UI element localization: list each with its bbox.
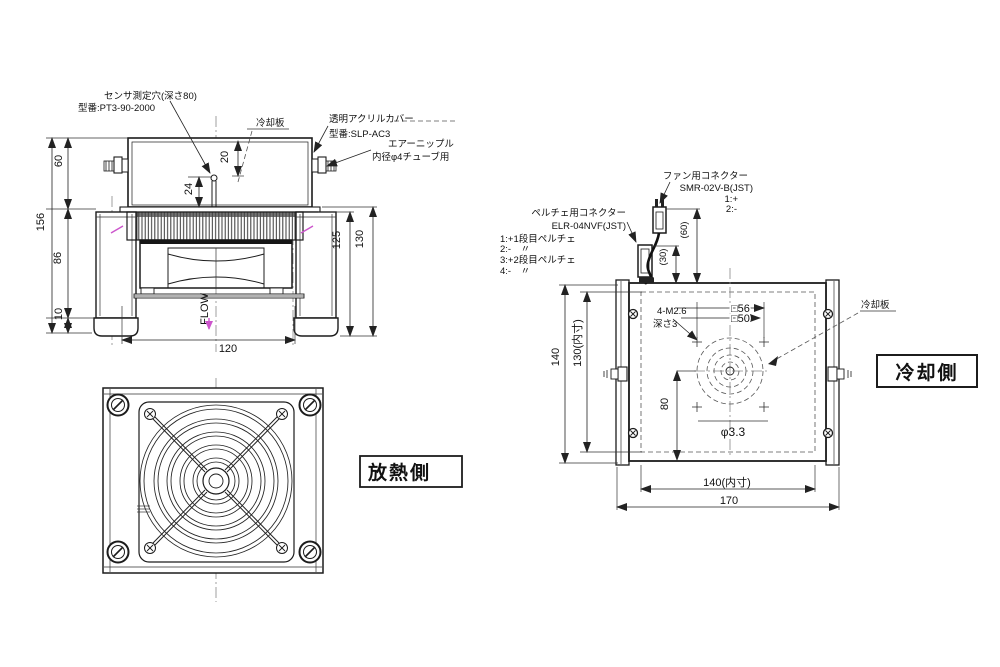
bracket-leg-right	[293, 211, 339, 337]
air-nipple-note-label: 内径φ4チューブ用	[372, 151, 449, 163]
dimensions-left: 156 60 86 10	[35, 137, 128, 334]
peltier-connector-model: ELR-04NVF(JST)	[552, 221, 626, 232]
foot-left	[93, 317, 139, 337]
dimensions-cold-bottom: 140(内寸) 170	[616, 465, 840, 511]
cooling-plate-label-side: 冷却板	[256, 117, 285, 129]
sensor-model-label: 型番:PT3-90-2000	[78, 102, 155, 114]
dim-170: 170	[720, 495, 738, 507]
connector-wires	[639, 232, 661, 285]
side-bolt-left	[603, 366, 628, 382]
center-hole-label: φ3.3	[721, 425, 746, 439]
hot-side-label: 放熱側	[367, 461, 431, 484]
dim-125: 125	[331, 231, 343, 249]
dim-130-inner: 130(内寸)	[570, 319, 584, 367]
dim-60: 60	[53, 155, 65, 167]
cooling-plate-leader	[237, 130, 253, 183]
dim-20: 20	[219, 151, 231, 163]
dimension-120: 120	[121, 306, 296, 355]
side-view: FLOW 156 60 86 10 125 130	[35, 90, 458, 355]
cold-side-label: 冷却側	[895, 361, 958, 384]
peltier-pin2: 2:- 〃	[500, 244, 530, 255]
screw-bottom-left	[106, 540, 130, 564]
screw-top-right	[298, 393, 322, 417]
dimension-80: 80	[659, 370, 696, 461]
cold-view: □56 □50 4-M2.6 深さ3 80 φ3.3 140 130(内寸)	[500, 171, 896, 511]
dimensions-cold-left: 140 130(内寸)	[550, 284, 642, 464]
dim-30: (30)	[658, 249, 669, 266]
finish-mark-right	[300, 225, 314, 234]
tap-hole-label: 4-M2.6	[657, 306, 687, 317]
dimension-24: 24	[183, 176, 212, 208]
inner-dashed-outline	[640, 291, 816, 453]
dim-140-inner-width: 140(内寸)	[703, 475, 751, 489]
dim-156: 156	[35, 213, 47, 231]
heatsink-fins	[126, 211, 304, 241]
acrylic-model-label: 型番:SLP-AC3	[329, 128, 390, 140]
air-nipple-left	[103, 156, 129, 174]
dim-86: 86	[52, 252, 64, 264]
label-box-cold-side: 冷却側	[876, 354, 978, 388]
dim-10: 10	[53, 308, 65, 320]
screw-top-left	[106, 393, 130, 417]
dim-80: 80	[659, 398, 671, 410]
dimension-30-60: (30) (60)	[652, 208, 701, 284]
corner-screws	[106, 393, 322, 564]
tap-depth-label: 深さ3	[653, 319, 677, 330]
sensor-leader	[169, 100, 211, 174]
acrylic-cover-label: 透明アクリルカバー	[329, 114, 414, 125]
side-bolt-right	[827, 366, 852, 382]
fan-connector	[652, 199, 667, 234]
flow-label: FLOW	[199, 292, 211, 324]
peltier-connector-label: ペルチェ用コネクター	[531, 208, 626, 219]
tap-hole-marks	[692, 337, 769, 412]
dimension-20: 20	[219, 140, 244, 177]
dim-sq56: □56	[731, 303, 750, 315]
peltier-pin3: 3:+2段目ペルチェ	[500, 254, 576, 266]
peltier-pin4: 4:- 〃	[500, 266, 530, 277]
dimensions-right: 125 130	[318, 206, 377, 337]
label-box-hot-side: 放熱側	[359, 455, 463, 488]
dim-24: 24	[183, 183, 195, 195]
grille-screws	[144, 408, 288, 554]
dim-140: 140	[550, 348, 562, 366]
rail-screws	[627, 308, 834, 439]
peltier-pin1: 1:+1段目ペルチェ	[500, 233, 576, 245]
screw-bottom-right	[298, 540, 322, 564]
peltier-connector-leader	[626, 221, 637, 243]
frame-outer	[102, 387, 324, 574]
bracket-leg-left	[93, 211, 139, 337]
cooling-plate-label-cold: 冷却板	[861, 299, 890, 311]
fan-connector-model: SMR-02V-B(JST)	[680, 183, 753, 194]
sensor-hole-label: センサ測定穴(深さ80)	[104, 90, 197, 102]
dim-130: 130	[354, 230, 366, 248]
cooling-plate-leader-cold	[772, 312, 859, 362]
fan-body	[133, 239, 305, 299]
acrylic-cover	[119, 137, 321, 213]
air-nipple-right	[311, 156, 337, 174]
cooling-plate-face	[628, 282, 827, 462]
grille-struts	[152, 416, 280, 546]
sensor-pin	[210, 174, 218, 207]
air-nipple-label: エアーニップル	[388, 139, 454, 150]
fan-pin1: 1:+	[725, 194, 739, 205]
peltier-stack-circles	[694, 268, 768, 455]
dimension-squares: □56 □50	[677, 302, 765, 338]
fan-connector-label: ファン用コネクター	[663, 171, 748, 182]
finish-mark-left	[110, 225, 124, 234]
front-view	[102, 378, 324, 602]
air-nipple-leader	[326, 149, 372, 167]
foot-right	[293, 317, 339, 337]
dim-60: (60)	[679, 222, 690, 239]
acrylic-leader	[313, 125, 329, 153]
tap-hole-leader	[672, 318, 698, 341]
fan-pin2: 2:-	[726, 204, 737, 215]
fan-connector-leader	[659, 181, 671, 204]
dim-120: 120	[219, 343, 237, 355]
dim-sq50: □50	[731, 313, 750, 325]
fan-grille	[137, 401, 295, 563]
